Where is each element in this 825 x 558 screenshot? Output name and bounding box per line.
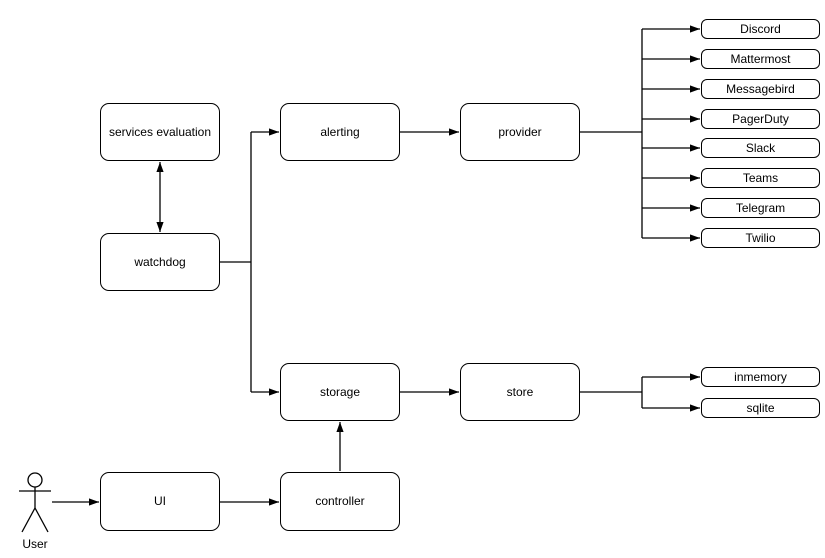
node-provider-telegram: Telegram — [701, 198, 820, 218]
node-watchdog: watchdog — [100, 233, 220, 291]
node-provider-pagerduty: PagerDuty — [701, 109, 820, 129]
node-provider-slack: Slack — [701, 138, 820, 158]
node-provider-twilio: Twilio — [701, 228, 820, 248]
node-store: store — [460, 363, 580, 421]
node-alerting: alerting — [280, 103, 400, 161]
node-store-inmemory: inmemory — [701, 367, 820, 387]
node-store-sqlite: sqlite — [701, 398, 820, 418]
node-services-evaluation: services evaluation — [100, 103, 220, 161]
user-actor-label: User — [22, 537, 48, 551]
node-provider-mattermost: Mattermost — [701, 49, 820, 69]
user-actor-icon — [19, 472, 51, 533]
node-provider: provider — [460, 103, 580, 161]
node-storage: storage — [280, 363, 400, 421]
node-provider-teams: Teams — [701, 168, 820, 188]
node-controller: controller — [280, 472, 400, 531]
node-ui: UI — [100, 472, 220, 531]
node-provider-messagebird: Messagebird — [701, 79, 820, 99]
node-provider-discord: Discord — [701, 19, 820, 39]
